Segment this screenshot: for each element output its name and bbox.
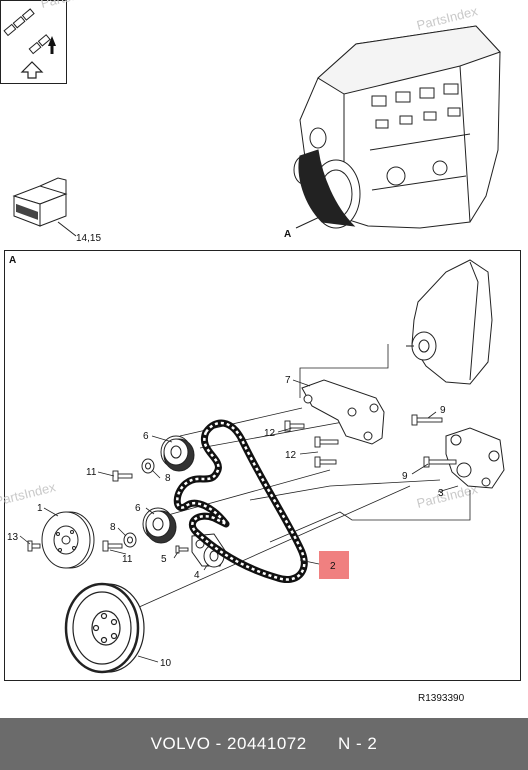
- callout-leaders: [19, 379, 459, 663]
- callout-7: 7: [285, 375, 291, 386]
- callout-12-lower: 12: [285, 450, 297, 461]
- callout-11-upper: 11: [86, 467, 97, 478]
- tensioner-bracket: [301, 379, 385, 445]
- kit-ref-label: 14,15: [76, 233, 101, 244]
- footer-separator: -: [210, 734, 228, 753]
- water-pump-housing: [406, 259, 493, 385]
- idler-pulley-upper: [160, 435, 195, 472]
- bolt-12-b: [314, 436, 339, 448]
- footer-bar: VOLVO - 20441072 N - 2: [0, 718, 528, 770]
- callout-1: 1: [37, 503, 43, 514]
- bolt-9-lower: [423, 456, 457, 468]
- engine-overview: [293, 25, 501, 229]
- footer-part-number: 20441072: [227, 734, 307, 753]
- callout-2: 2: [330, 561, 336, 572]
- callout-9-lower: 9: [402, 471, 408, 482]
- orientation-icon: [0, 0, 67, 84]
- callout-12-upper: 12: [264, 428, 276, 439]
- callout-2-highlight: [319, 551, 349, 579]
- pulley-1: [41, 511, 95, 569]
- watermark-1: PartsIndex: [39, 0, 103, 11]
- view-a-label: A: [284, 229, 291, 240]
- callout-3: 3: [438, 488, 444, 499]
- drive-belt: [173, 419, 308, 583]
- callout-9-upper: 9: [440, 405, 446, 416]
- footer-gap: [307, 734, 338, 754]
- bolt-11-lower: [102, 540, 123, 552]
- spacer-8-lower: [123, 532, 137, 548]
- callout-8-upper: 8: [165, 473, 171, 484]
- drawing-ref: R1393390: [418, 693, 465, 704]
- crankshaft-damper: [64, 582, 145, 674]
- callout-6-lower: 6: [135, 503, 141, 514]
- detail-frame: [4, 250, 521, 681]
- bolt-12-a: [284, 420, 305, 432]
- callout-13: 13: [7, 532, 19, 543]
- callout-6-upper: 6: [143, 431, 149, 442]
- callout-labels: 7 6 12 12 11 8 1 6 8 13 11 5 4 2 9 9 3 1…: [7, 375, 446, 669]
- callout-11-lower: 11: [122, 554, 133, 565]
- leader-lines: [127, 344, 471, 613]
- footer-position: N - 2: [338, 734, 378, 753]
- callout-5: 5: [161, 554, 167, 565]
- bolt-9-upper: [411, 414, 443, 426]
- detail-frame-label: A: [9, 255, 16, 266]
- kit-box-icon: [12, 177, 77, 237]
- footer-brand: VOLVO: [150, 734, 211, 753]
- parts-diagram: 14,15 A PartsIndex PartsIndex A PartsInd…: [0, 0, 521, 704]
- bolt-11-upper: [112, 470, 133, 482]
- callout-10: 10: [160, 658, 172, 669]
- callout-8-lower: 8: [110, 522, 116, 533]
- bolt-13: [27, 540, 41, 552]
- bolts: [27, 414, 457, 554]
- watermark-3: PartsIndex: [0, 479, 58, 509]
- idler-bracket: [445, 427, 505, 489]
- callout-4: 4: [194, 570, 200, 581]
- idler-pulley-lower: [142, 507, 177, 544]
- spacer-8-upper: [141, 458, 155, 474]
- bolt-12-c: [314, 456, 337, 468]
